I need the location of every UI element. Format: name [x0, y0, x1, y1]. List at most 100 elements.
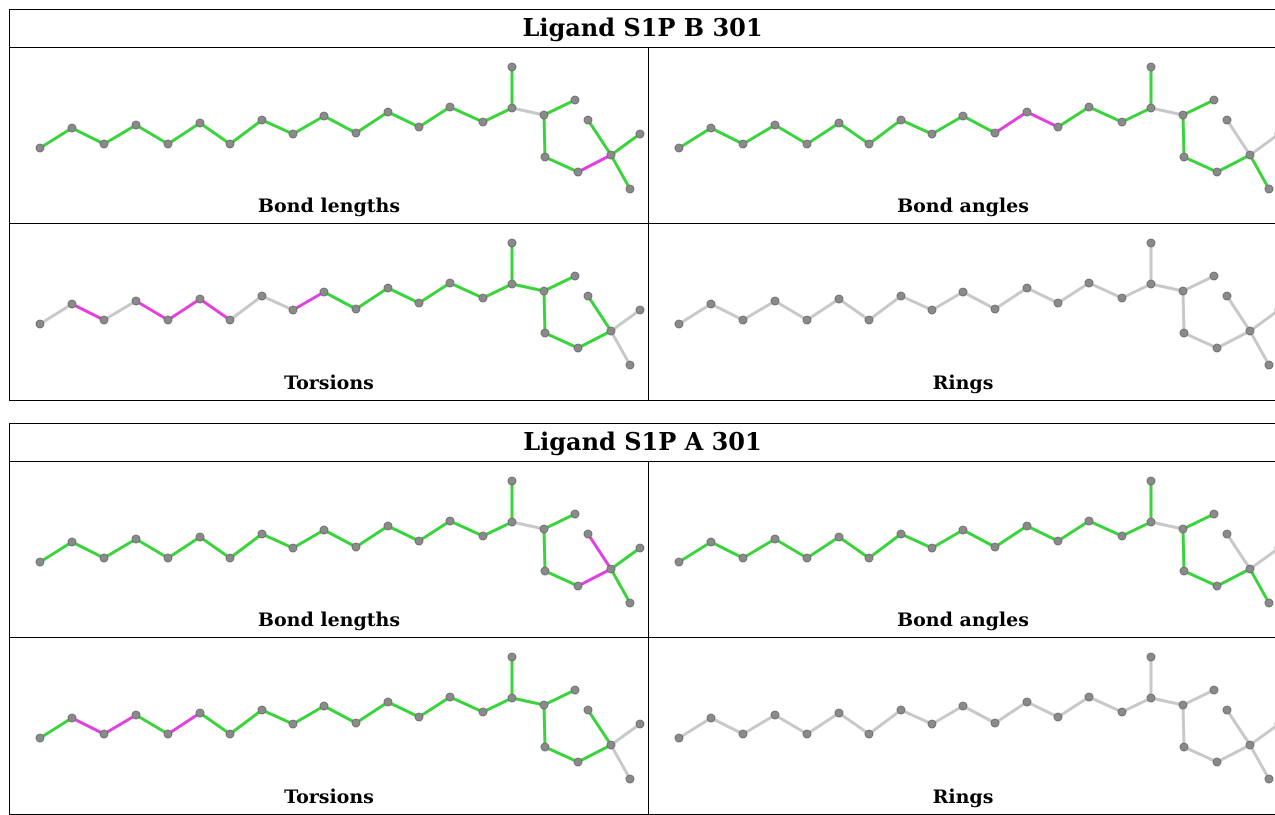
atom	[1053, 712, 1063, 722]
atom	[414, 712, 424, 722]
atom	[1117, 117, 1127, 127]
molecule-bond-angles	[674, 62, 1275, 194]
atom	[1117, 293, 1127, 303]
atom	[67, 713, 77, 723]
bond	[867, 532, 903, 560]
panel-torsions: Torsions	[10, 224, 649, 400]
atom	[802, 315, 812, 325]
panel-bond-angles: Bond angles	[649, 462, 1275, 638]
bond	[837, 711, 871, 736]
bond	[1225, 294, 1252, 333]
molecule-torsions	[35, 652, 645, 784]
atom	[414, 122, 424, 132]
atom	[625, 598, 635, 608]
atom	[257, 529, 267, 539]
bond	[198, 297, 232, 322]
bond	[899, 118, 934, 136]
ligand-block-2: Ligand S1P A 301 Bond lengths Bond angle…	[9, 423, 1275, 815]
atom	[445, 516, 455, 526]
bond	[1025, 286, 1060, 305]
bond	[134, 537, 170, 560]
bond	[899, 708, 934, 726]
bond	[510, 520, 546, 531]
bond	[677, 716, 713, 740]
bond	[417, 695, 452, 719]
atom	[195, 118, 205, 128]
bond	[481, 106, 514, 124]
molecule-rings	[674, 238, 1275, 370]
bond	[1225, 532, 1252, 571]
bond	[291, 114, 326, 136]
bond	[542, 527, 547, 573]
atom	[540, 328, 550, 338]
atom	[606, 150, 616, 160]
atom	[67, 537, 77, 547]
bond	[1181, 688, 1216, 707]
bond	[609, 722, 642, 747]
bond	[1181, 703, 1186, 749]
bond	[1182, 155, 1219, 174]
atom	[1264, 598, 1274, 608]
panel-label: Torsions	[284, 786, 374, 808]
atom	[539, 110, 549, 120]
atom	[163, 729, 173, 739]
bond	[260, 532, 295, 550]
atom	[1212, 167, 1222, 177]
atom	[958, 525, 968, 535]
atom	[864, 139, 874, 149]
bond	[417, 105, 452, 129]
atom	[635, 305, 645, 315]
atom	[351, 542, 361, 552]
bond	[993, 700, 1029, 725]
atom	[1146, 279, 1156, 289]
atom	[570, 271, 580, 281]
bond	[1120, 106, 1153, 124]
bond	[741, 537, 777, 560]
bond	[1120, 696, 1153, 714]
bond	[773, 713, 809, 736]
atom	[802, 553, 812, 563]
bond	[542, 512, 577, 531]
atom	[990, 128, 1000, 138]
bond	[38, 716, 74, 740]
bond	[576, 743, 613, 764]
bond	[166, 711, 202, 736]
bond	[543, 155, 580, 174]
bond	[1056, 105, 1091, 129]
bond	[198, 535, 232, 560]
bond	[586, 708, 613, 747]
atom	[573, 343, 583, 353]
atom	[1264, 184, 1274, 194]
atom	[1146, 652, 1156, 662]
atom	[674, 557, 684, 567]
bond	[1056, 695, 1091, 719]
atom	[1053, 298, 1063, 308]
bond	[867, 294, 903, 322]
atom	[445, 102, 455, 112]
atom	[834, 294, 844, 304]
bond	[542, 113, 547, 159]
atom	[478, 531, 488, 541]
bond	[70, 126, 106, 146]
atom	[225, 729, 235, 739]
atom	[35, 733, 45, 743]
bond	[1120, 520, 1153, 538]
bond	[102, 537, 138, 560]
atom	[195, 708, 205, 718]
atom	[1264, 774, 1274, 784]
bond	[1248, 743, 1271, 781]
molecule-torsions	[35, 238, 645, 370]
bond	[1215, 153, 1252, 174]
atom	[507, 103, 517, 113]
atom	[706, 123, 716, 133]
atom	[1053, 536, 1063, 546]
bond	[805, 711, 841, 736]
atom	[1084, 516, 1094, 526]
atom	[606, 326, 616, 336]
bond	[1182, 569, 1219, 588]
bond	[481, 696, 514, 714]
atom	[896, 529, 906, 539]
atom	[674, 733, 684, 743]
bond	[609, 308, 642, 333]
bond	[543, 331, 580, 350]
